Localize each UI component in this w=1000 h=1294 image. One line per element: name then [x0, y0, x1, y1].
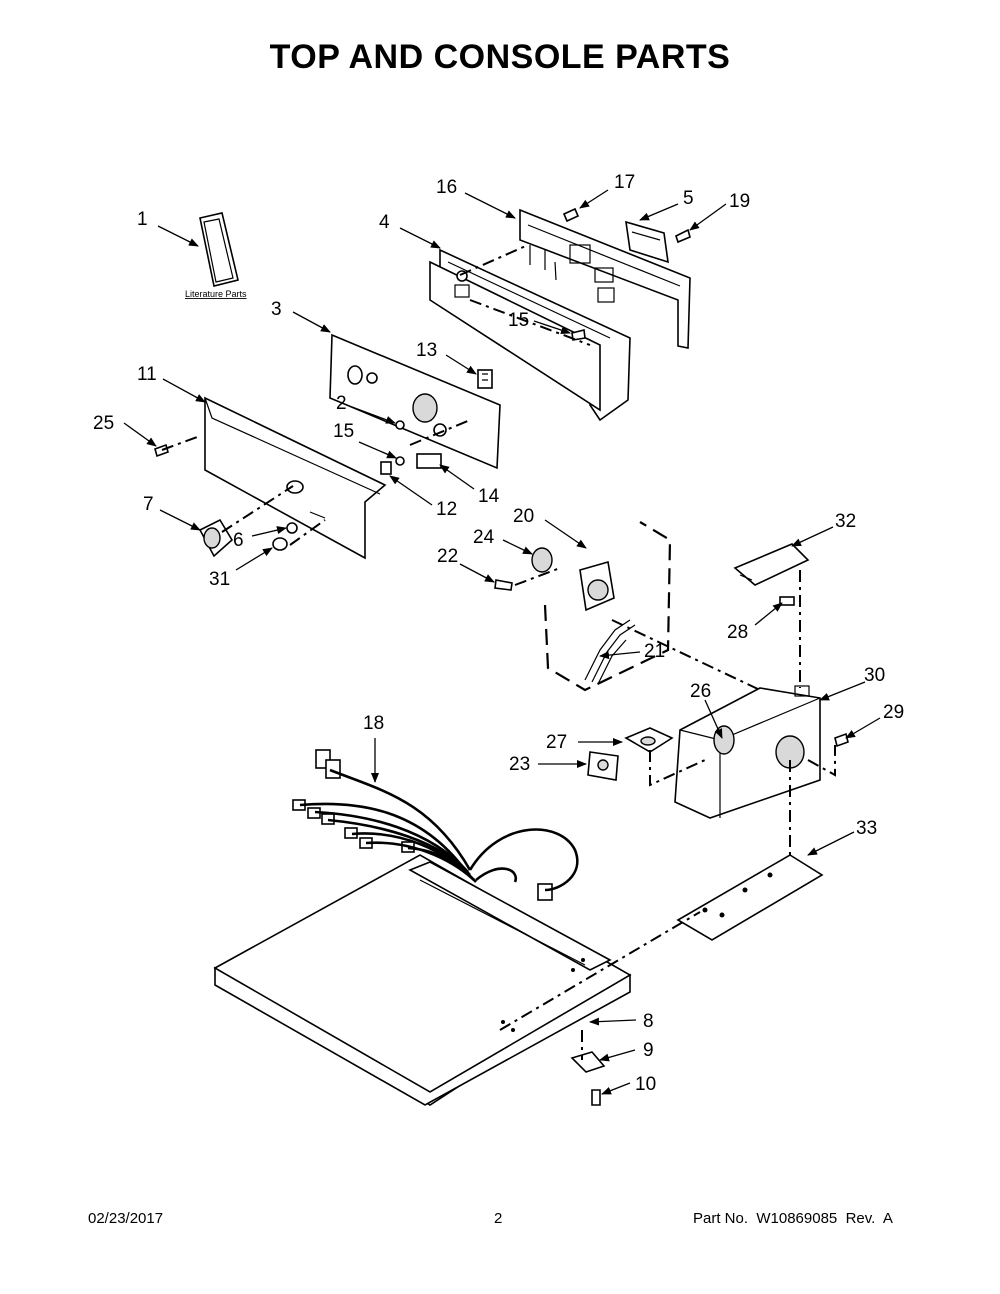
screw-17[interactable]: [562, 207, 580, 223]
callout-13: 13: [416, 340, 437, 361]
callout-15a: 15: [508, 310, 529, 331]
callout-5: 5: [683, 188, 694, 209]
callout-15b: 15: [333, 421, 354, 442]
callout-26: 26: [690, 681, 711, 702]
callout-14: 14: [478, 486, 500, 507]
callout-4: 4: [379, 212, 390, 233]
console-panel-part[interactable]: [329, 333, 501, 470]
callout-19: 19: [729, 191, 750, 212]
screw-22[interactable]: [494, 579, 513, 591]
callout-29: 29: [883, 702, 904, 723]
assembly-line-29: [807, 745, 836, 777]
spring-part[interactable]: [286, 522, 298, 534]
screw-2[interactable]: [395, 420, 405, 430]
callout-numbers: 1 2 3 4 5 6 7 8 9 10 11 12 13 14 15 15 1…: [93, 172, 904, 1095]
control-panel-cover-part[interactable]: [204, 396, 387, 560]
callout-9: 9: [643, 1040, 654, 1061]
bracket-9[interactable]: [570, 1051, 606, 1073]
callout-23: 23: [509, 754, 530, 775]
callout-22: 22: [437, 546, 458, 567]
screw-29[interactable]: [834, 732, 849, 748]
screw-10[interactable]: [591, 1089, 601, 1106]
terminal-block-23[interactable]: [587, 751, 619, 781]
clip-part[interactable]: [272, 537, 288, 551]
console-housing-part[interactable]: [429, 248, 631, 422]
bracket-27[interactable]: [624, 727, 674, 753]
screw-15b[interactable]: [395, 456, 405, 466]
literature-parts-part[interactable]: [199, 212, 239, 287]
callout-17: 17: [614, 172, 635, 193]
lamp-12[interactable]: [380, 461, 392, 475]
callout-27: 27: [546, 732, 567, 753]
knob-part[interactable]: [198, 518, 234, 558]
callout-2: 2: [336, 393, 347, 414]
callout-20: 20: [513, 506, 534, 527]
literature-parts-label: Literature Parts: [185, 289, 247, 299]
timer-knob-part[interactable]: [531, 547, 553, 573]
screw-25[interactable]: [154, 443, 169, 458]
callout-10: 10: [635, 1074, 656, 1095]
footer-part-number: Part No. W10869085 Rev. A: [693, 1210, 893, 1227]
assembly-line-2: [409, 419, 471, 446]
callout-32: 32: [835, 511, 856, 532]
callout-11: 11: [137, 364, 157, 385]
callout-7: 7: [143, 494, 154, 515]
assembly-line-timer: [611, 619, 761, 691]
switch-part[interactable]: [477, 369, 493, 389]
footer-date: 02/23/2017: [88, 1210, 164, 1227]
assembly-line-6: [289, 519, 326, 546]
timer-part[interactable]: [579, 560, 615, 612]
wire-harness-part[interactable]: [292, 749, 579, 901]
callout-31: 31: [209, 569, 230, 590]
footer-page-number: 2: [494, 1210, 503, 1227]
callout-28: 28: [727, 622, 748, 643]
leader-lines: [123, 189, 881, 1095]
assembly-line-16: [459, 244, 529, 276]
callout-33: 33: [856, 818, 877, 839]
page-title: TOP AND CONSOLE PARTS: [269, 38, 731, 76]
callout-1: 1: [137, 209, 148, 230]
callout-16: 16: [436, 177, 457, 198]
terminal-box-part[interactable]: [674, 685, 821, 819]
callout-12: 12: [436, 499, 457, 520]
callout-18: 18: [363, 713, 384, 734]
assembly-line-22: [514, 567, 561, 586]
callout-30: 30: [864, 665, 885, 686]
mount-plate-part[interactable]: [676, 854, 824, 941]
harness-21[interactable]: [584, 619, 636, 685]
callout-21: 21: [644, 641, 665, 662]
callout-8: 8: [643, 1011, 654, 1032]
assembly-line-33: [499, 911, 701, 1031]
assembly-line-4: [469, 299, 591, 346]
clip-28[interactable]: [779, 596, 795, 606]
callout-25: 25: [93, 413, 114, 434]
assembly-line-25: [161, 435, 201, 451]
switch-14[interactable]: [416, 453, 442, 469]
callout-24: 24: [473, 527, 495, 548]
timer-assembly-outline: [543, 521, 672, 692]
assembly-line-7: [221, 485, 294, 533]
rear-panel-part[interactable]: [519, 208, 691, 349]
callout-6: 6: [233, 530, 244, 551]
cover-part[interactable]: [733, 543, 810, 586]
board-part[interactable]: [625, 220, 669, 264]
assembly-line-27: [649, 750, 706, 787]
screw-19[interactable]: [675, 228, 691, 244]
dryer-top-part[interactable]: [213, 854, 632, 1106]
callout-3: 3: [271, 299, 282, 320]
